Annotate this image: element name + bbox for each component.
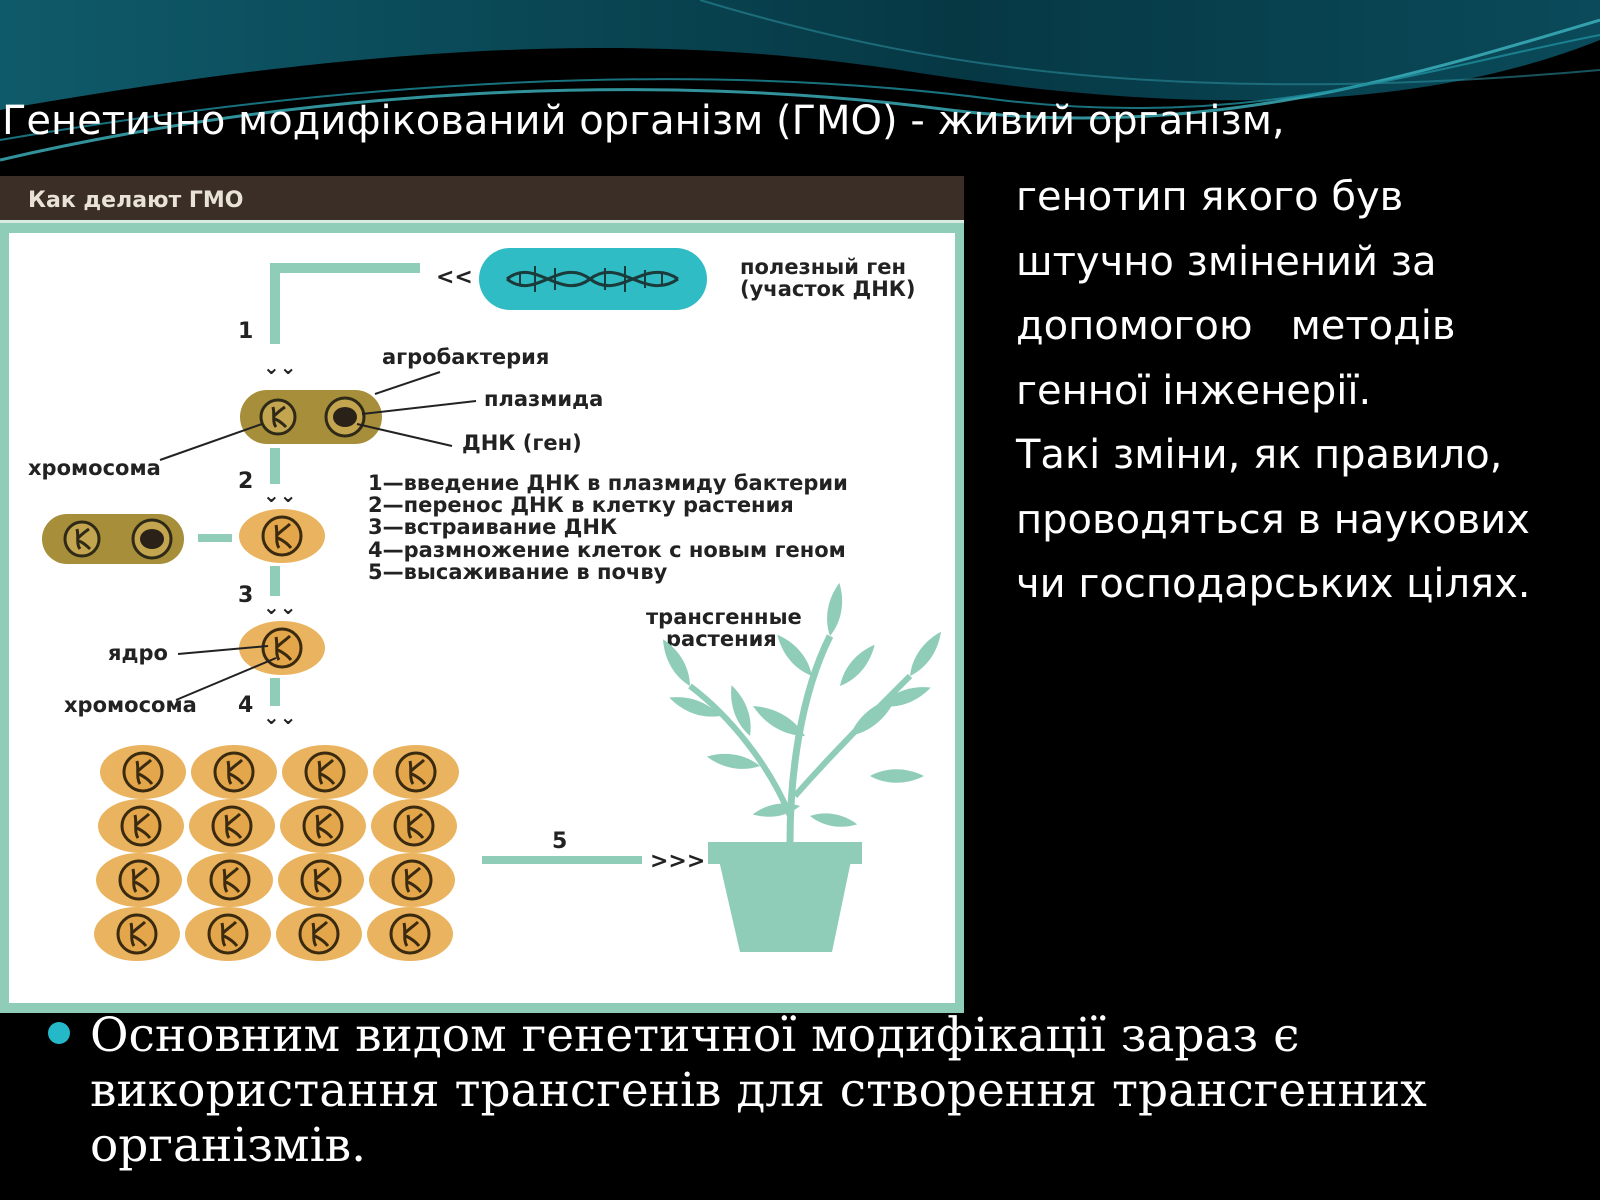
agrobacterium-label: агробактерия <box>382 345 549 369</box>
step-description: 1—введение ДНК в плазмиду бактерии <box>368 471 848 495</box>
svg-text:⌄⌄: ⌄⌄ <box>263 705 297 729</box>
gene-label: полезный ген <box>740 255 906 279</box>
step-number: 2 <box>238 469 253 494</box>
dna-capsule <box>479 248 707 310</box>
dna-gene-label: ДНК (ген) <box>462 431 582 455</box>
step-number: 4 <box>238 693 253 718</box>
step-description: 5—высаживание в почву <box>368 560 668 584</box>
step-description: 4—размножение клеток с новым геном <box>368 538 846 562</box>
svg-text:<<: << <box>436 265 473 290</box>
bottom-paragraph: Основним видом генетичної модифікації за… <box>90 1008 1550 1173</box>
bullet-icon <box>48 1022 70 1044</box>
nucleus-label: ядро <box>108 641 168 665</box>
step-number: 5 <box>552 829 567 854</box>
plants-label: растения <box>666 627 777 651</box>
slide-title: Генетично модифікований організм (ГМО) -… <box>2 98 1285 144</box>
transgenic-plant <box>657 581 947 952</box>
header-wave-decoration <box>0 0 1600 162</box>
step-number: 1 <box>238 319 253 344</box>
plasmid-label: плазмида <box>484 387 603 411</box>
plants-label: трансгенные <box>646 605 802 629</box>
definition-line: генної інженерії. <box>1016 367 1372 414</box>
step-number: 3 <box>238 583 253 608</box>
definition-text: генотип якого був штучно змінений за доп… <box>1016 165 1591 617</box>
gmo-diagram-figure: Как делают ГМО << полезный ген (участок … <box>0 176 964 1013</box>
svg-text:⌄⌄: ⌄⌄ <box>263 483 297 507</box>
definition-word: методів <box>1290 303 1456 349</box>
definition-line: чи господарських цілях. <box>1016 561 1531 607</box>
svg-text:⌄⌄: ⌄⌄ <box>263 595 297 619</box>
bottom-line: організмів. <box>90 1118 367 1173</box>
definition-line: штучно змінений за <box>1016 238 1437 285</box>
chromosome-label: хромосома <box>28 456 161 480</box>
svg-text:⌄⌄: ⌄⌄ <box>263 355 297 379</box>
chromosome-label: хромосома <box>64 693 197 717</box>
bottom-line: Основним видом генетичної модифікації за… <box>90 1008 1300 1063</box>
definition-line: проводяться в наукових <box>1016 496 1530 543</box>
definition-line: генотип якого був <box>1016 174 1404 220</box>
definition-line: Такі зміни, як правило, <box>1016 432 1503 478</box>
bottom-line: використання трансгенів для створення тр… <box>90 1063 1427 1118</box>
definition-word: допомогою <box>1016 303 1253 349</box>
figure-header-bar <box>0 176 964 220</box>
step-description: 3—встраивание ДНК <box>368 515 617 539</box>
figure-header: Как делают ГМО <box>28 188 243 213</box>
svg-text:>>>: >>> <box>650 849 705 874</box>
definition-line: допомогою методів <box>1016 294 1591 359</box>
step-description: 2—перенос ДНК в клетку растения <box>368 493 794 517</box>
gene-label: (участок ДНК) <box>740 277 916 301</box>
